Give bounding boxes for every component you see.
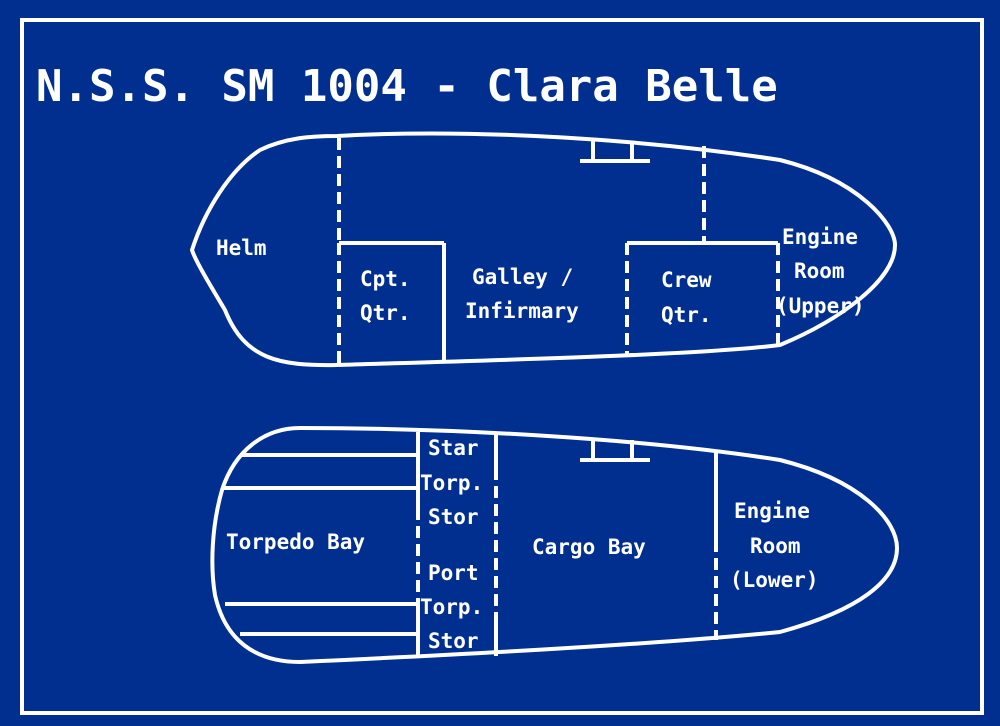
lower-hull-outline	[210, 426, 899, 664]
room-label-star-torp-3: Stor	[428, 505, 479, 529]
room-label-engine-upper-2: Room	[794, 259, 845, 283]
room-label-cargo-bay: Cargo Bay	[532, 535, 646, 559]
room-label-port-torp-3: Stor	[428, 629, 479, 653]
upper-hatch	[580, 141, 650, 163]
room-label-crew-qtr-2: Qtr.	[661, 303, 712, 327]
room-label-engine-upper-3: (Upper)	[776, 294, 865, 318]
room-label-galley-1: Galley /	[472, 265, 573, 289]
blueprint-title: N.S.S. SM 1004 - Clara Belle	[36, 61, 778, 112]
room-label-star-torp-1: Star	[428, 436, 479, 460]
room-label-cpt-qtr-1: Cpt.	[360, 267, 411, 291]
upper-deck: Helm Cpt. Qtr. Galley / Infirmary Crew Q…	[190, 131, 897, 368]
lower-deck: Torpedo Bay Star Torp. Stor Port Torp. S…	[210, 426, 899, 664]
room-label-engine-lower-2: Room	[750, 534, 801, 558]
room-label-torpedo-bay: Torpedo Bay	[226, 530, 365, 554]
upper-hull-outline	[190, 131, 897, 368]
room-label-port-torp-2: Torp.	[420, 595, 483, 619]
room-label-star-torp-2: Torp.	[420, 471, 483, 495]
room-label-engine-lower-3: (Lower)	[730, 568, 819, 592]
room-label-cpt-qtr-2: Qtr.	[360, 301, 411, 325]
room-label-crew-qtr-1: Crew	[661, 268, 712, 292]
room-label-engine-upper-1: Engine	[782, 225, 858, 249]
lower-hatch	[580, 440, 650, 462]
blueprint-border	[20, 18, 984, 715]
room-label-helm: Helm	[216, 236, 267, 260]
room-label-galley-2: Infirmary	[465, 299, 579, 323]
room-label-port-torp-1: Port	[428, 561, 479, 585]
room-label-engine-lower-1: Engine	[734, 499, 810, 523]
